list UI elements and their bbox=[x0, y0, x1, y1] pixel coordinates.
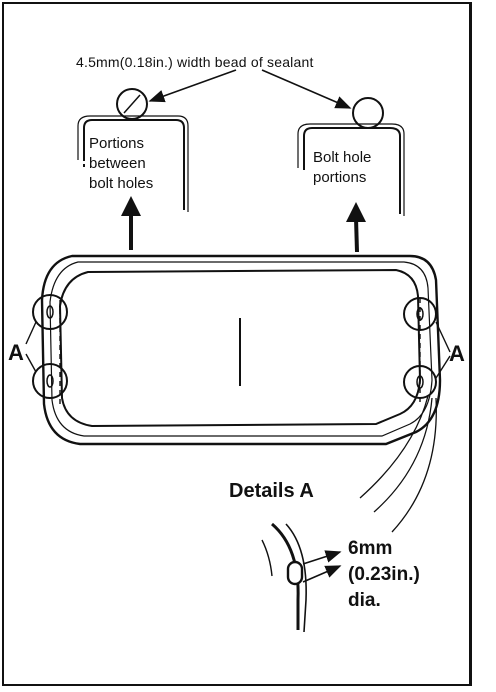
pointer-arrow-right bbox=[346, 202, 366, 253]
detail-dimension-line-2: (0.23in.) bbox=[348, 564, 420, 585]
left-callout-line-1: Portions bbox=[89, 135, 145, 152]
detail-dimension: 6mm (0.23in.) dia. bbox=[348, 536, 420, 614]
leader-arrow-left bbox=[148, 69, 237, 103]
detail-dimension-line-1: 6mm bbox=[348, 538, 393, 559]
detail-circle-left-upper bbox=[32, 294, 68, 330]
bead-circle-left bbox=[116, 88, 148, 120]
right-callout: Bolt hole portions bbox=[313, 148, 371, 188]
detail-circle-right-upper bbox=[403, 297, 437, 331]
detail-dimension-line-3: dia. bbox=[348, 590, 381, 611]
right-callout-line-2: portions bbox=[313, 169, 367, 186]
left-callout-line-2: between bbox=[89, 155, 146, 172]
pointer-arrow-left bbox=[121, 196, 141, 250]
right-callout-line-1: Bolt hole bbox=[313, 149, 372, 166]
label-a-leaders bbox=[25, 321, 451, 379]
figure-border bbox=[2, 2, 472, 686]
cover-outline bbox=[40, 254, 442, 446]
dimension-arrow-upper bbox=[302, 550, 342, 565]
detail-leaders bbox=[359, 395, 437, 533]
details-a-title: Details A bbox=[229, 480, 314, 502]
leader-arrow-right bbox=[261, 69, 352, 109]
sealant-note: 4.5mm(0.18in.) width bead of sealant bbox=[76, 54, 314, 70]
left-callout: Portions between bolt holes bbox=[89, 134, 153, 194]
left-callout-line-3: bolt holes bbox=[89, 175, 154, 192]
flange-profile-left bbox=[77, 115, 189, 212]
label-a-right: A bbox=[449, 341, 465, 366]
detail-circle-left-lower bbox=[32, 363, 68, 399]
label-a-left: A bbox=[8, 340, 24, 365]
detail-a-enlarged bbox=[261, 522, 342, 633]
detail-circle-right-lower bbox=[403, 365, 437, 399]
dimension-arrow-lower bbox=[302, 565, 342, 583]
bolt-hole-icon bbox=[286, 560, 304, 586]
flange-profile-right bbox=[297, 123, 405, 216]
